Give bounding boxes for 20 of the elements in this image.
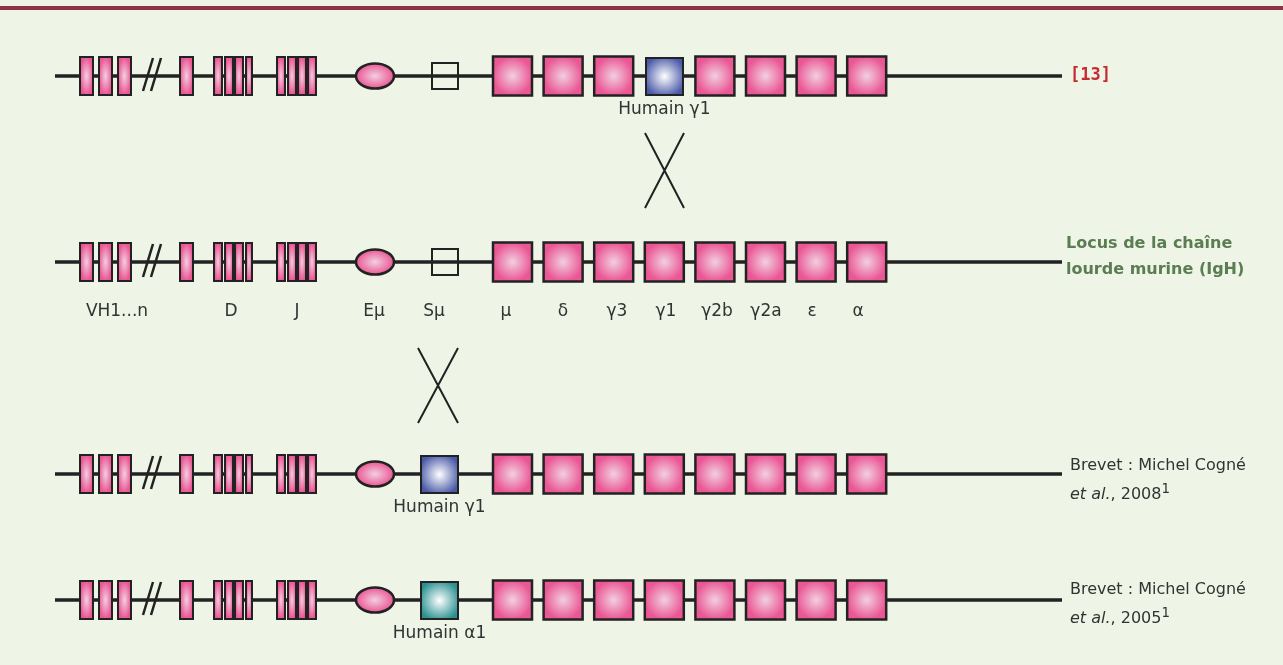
segment-label: γ3 (606, 300, 628, 321)
segment-label: ε (807, 300, 817, 321)
segment-label: γ2b (701, 300, 733, 321)
segment-label: γ2a (750, 300, 782, 321)
patent-reference: Brevet : Michel Cogné et al., 2005$^{1}$ (1070, 578, 1247, 629)
segment-label: α (852, 300, 864, 321)
segment-label: μ (500, 300, 512, 321)
reference-number: [13] (1070, 64, 1111, 85)
gene-label: Humain α1 (392, 622, 487, 642)
segment-label: VH1...n (85, 300, 149, 321)
gene-label: Humain γ1 (393, 496, 486, 516)
segment-label: δ (557, 300, 569, 321)
segment-label: J (294, 300, 300, 321)
locus-title: Locus de la chaîne lourde murine (IgH) (1066, 232, 1246, 280)
segment-label: Sμ (423, 300, 445, 321)
segment-label: γ1 (655, 300, 677, 321)
gene-label: Humain γ1 (618, 98, 711, 118)
patent-reference: Brevet : Michel Cogné et al., 2008$^{1}$ (1070, 454, 1247, 505)
segment-label: Eμ (363, 300, 385, 321)
segment-label: D (224, 300, 238, 321)
